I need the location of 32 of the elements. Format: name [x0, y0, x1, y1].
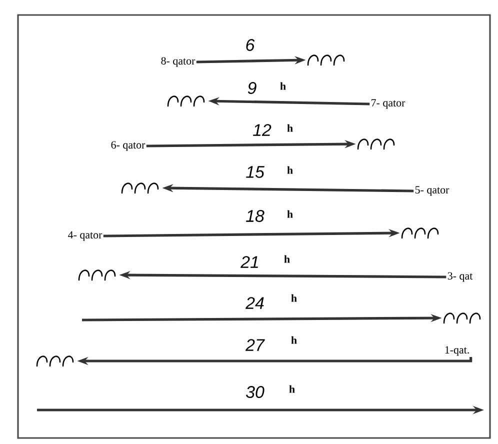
unit-label: h: [289, 385, 295, 393]
row-label: 7- qator: [372, 99, 406, 109]
unit-label: h: [284, 255, 290, 263]
row-label: 5- qator: [415, 186, 450, 196]
row-label: 3- qat: [448, 272, 473, 282]
edge-label: 24: [246, 297, 264, 309]
row-label: 8- qator: [161, 57, 196, 67]
loop-drawing: [167, 96, 205, 107]
unit-label: h: [287, 166, 293, 174]
edge-label: 27: [246, 339, 265, 351]
row-label: 4- qator: [68, 231, 102, 241]
unit-label: h: [287, 124, 293, 132]
loop-drawing: [307, 54, 345, 66]
row-label: 1-qat.: [445, 346, 469, 356]
edge-label: 9: [248, 82, 256, 94]
row-number: 30: [246, 386, 264, 398]
loop-drawing: [121, 182, 159, 194]
unit-label: h: [291, 294, 297, 302]
edge-label: 12: [253, 124, 272, 136]
loop-drawing: [36, 356, 74, 367]
unit-label: h: [291, 336, 297, 344]
unit-label: h: [287, 210, 293, 218]
loop-drawing: [401, 228, 439, 239]
edge-label: 6: [246, 39, 255, 51]
edge-label: 15: [246, 166, 264, 178]
edge-label: 18: [246, 210, 264, 222]
loop-drawing: [443, 312, 481, 324]
row-label: 6- qator: [111, 141, 146, 151]
loop-drawing: [78, 270, 116, 281]
unit-label: h: [280, 82, 286, 90]
edge-label: 21: [240, 256, 258, 268]
loop-drawing: [357, 138, 395, 150]
